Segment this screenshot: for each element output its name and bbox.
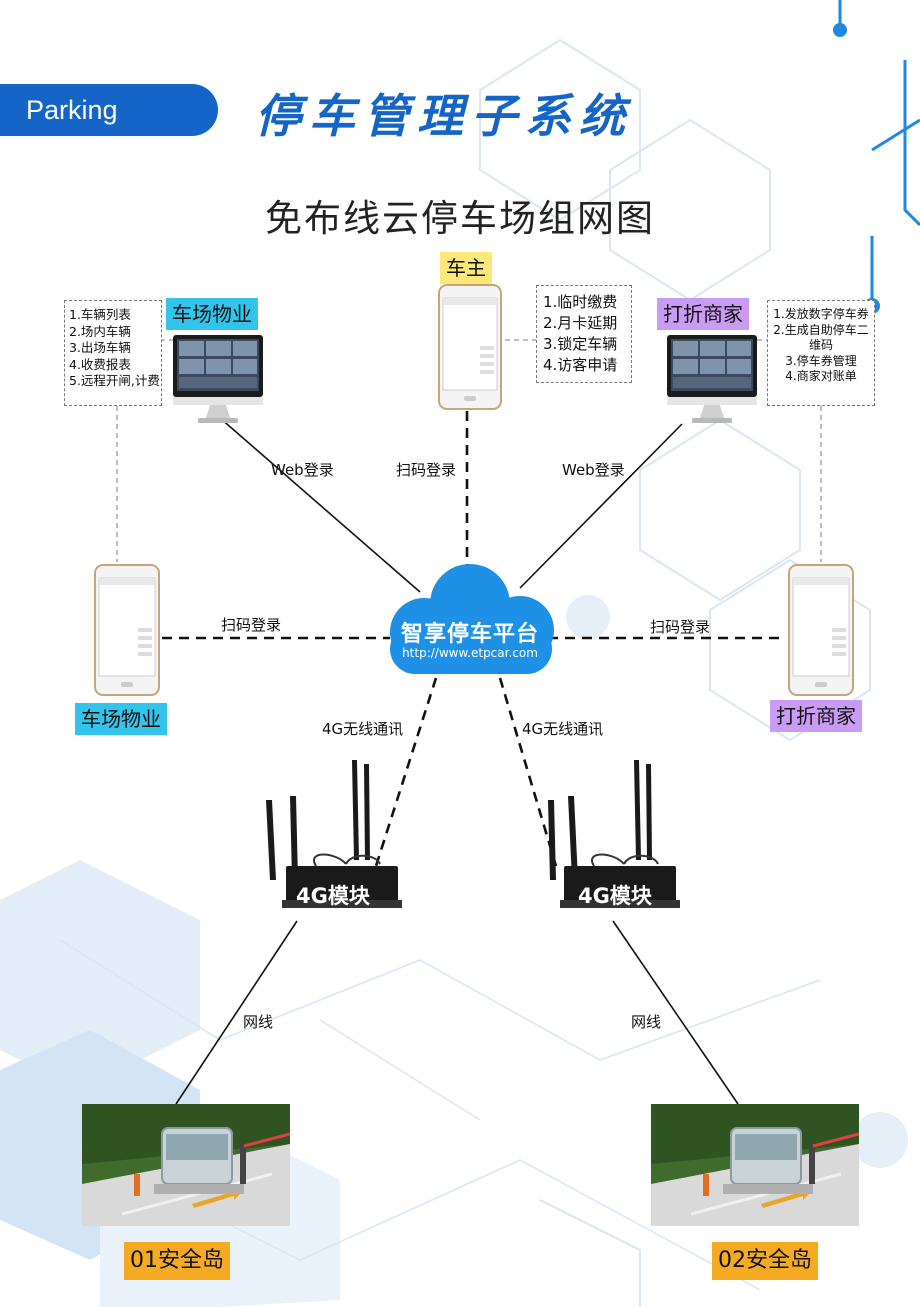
link-label-scan-login-left: 扫码登录 bbox=[221, 616, 282, 634]
property-phone-icon bbox=[94, 564, 160, 696]
list-item: 1.临时缴费 bbox=[543, 293, 618, 311]
list-item: 2.生成自助停车二维码 bbox=[773, 322, 869, 353]
owner-feature-list: 1.临时缴费 2.月卡延期 3.锁定车辆 4.访客申请 bbox=[536, 285, 632, 383]
merchant-pc-label: 打折商家 bbox=[657, 298, 749, 330]
router-icon bbox=[548, 760, 680, 908]
property-feature-list: 1.车辆列表 2.场内车辆 3.出场车辆 4.收费报表 5.远程开闸,计费 bbox=[64, 300, 162, 406]
owner-label: 车主 bbox=[440, 252, 492, 284]
link-label-scan-login-right: 扫码登录 bbox=[650, 618, 711, 636]
list-item: 1.发放数字停车券 bbox=[773, 307, 869, 321]
safety-island-label-1: 01安全岛 bbox=[124, 1242, 230, 1280]
link-label-scan-login-top: 扫码登录 bbox=[396, 461, 457, 479]
list-item: 2.场内车辆 bbox=[69, 323, 131, 339]
router-icon bbox=[266, 760, 402, 908]
safety-island-label-2: 02安全岛 bbox=[712, 1242, 818, 1280]
merchant-phone-label: 打折商家 bbox=[770, 700, 862, 732]
page-title: 停车管理子系统 bbox=[255, 89, 633, 143]
router-label-2: 4G模块 bbox=[578, 884, 652, 908]
router-label-1: 4G模块 bbox=[296, 884, 370, 908]
link-label-web-login-left: Web登录 bbox=[271, 461, 334, 479]
list-item: 3.停车券管理 bbox=[785, 353, 857, 368]
list-item: 4.商家对账单 bbox=[785, 369, 857, 383]
platform-name: 智享停车平台 bbox=[400, 622, 539, 647]
property-phone-label: 车场物业 bbox=[75, 703, 167, 735]
property-pc-label: 车场物业 bbox=[166, 298, 258, 330]
list-item: 1.车辆列表 bbox=[69, 307, 131, 322]
list-item: 3.出场车辆 bbox=[69, 340, 131, 355]
merchant-feature-list: 1.发放数字停车券 2.生成自助停车二维码 3.停车券管理 4.商家对账单 bbox=[767, 300, 875, 406]
merchant-phone-icon bbox=[788, 564, 854, 696]
platform-url: http://www.etpcar.com bbox=[402, 646, 538, 660]
owner-phone-icon bbox=[438, 284, 502, 410]
monitor-icon bbox=[667, 335, 757, 423]
safety-island-image bbox=[82, 1104, 290, 1226]
link-label-wireless-left: 4G无线通讯 bbox=[322, 720, 404, 738]
monitor-icon bbox=[173, 335, 263, 423]
list-item: 2.月卡延期 bbox=[543, 314, 618, 332]
list-item: 4.收费报表 bbox=[69, 356, 131, 372]
link-label-cable-left: 网线 bbox=[243, 1013, 274, 1031]
diagram-title: 免布线云停车场组网图 bbox=[265, 197, 655, 240]
link-label-wireless-right: 4G无线通讯 bbox=[522, 720, 604, 738]
cloud-icon bbox=[390, 564, 554, 674]
link-label-web-login-right: Web登录 bbox=[562, 461, 625, 479]
link-label-cable-right: 网线 bbox=[631, 1013, 662, 1031]
section-tab: Parking bbox=[0, 84, 218, 136]
list-item: 5.远程开闸,计费 bbox=[69, 373, 160, 388]
list-item: 4.访客申请 bbox=[543, 356, 618, 374]
safety-island-image bbox=[651, 1104, 859, 1226]
list-item: 3.锁定车辆 bbox=[543, 335, 618, 353]
